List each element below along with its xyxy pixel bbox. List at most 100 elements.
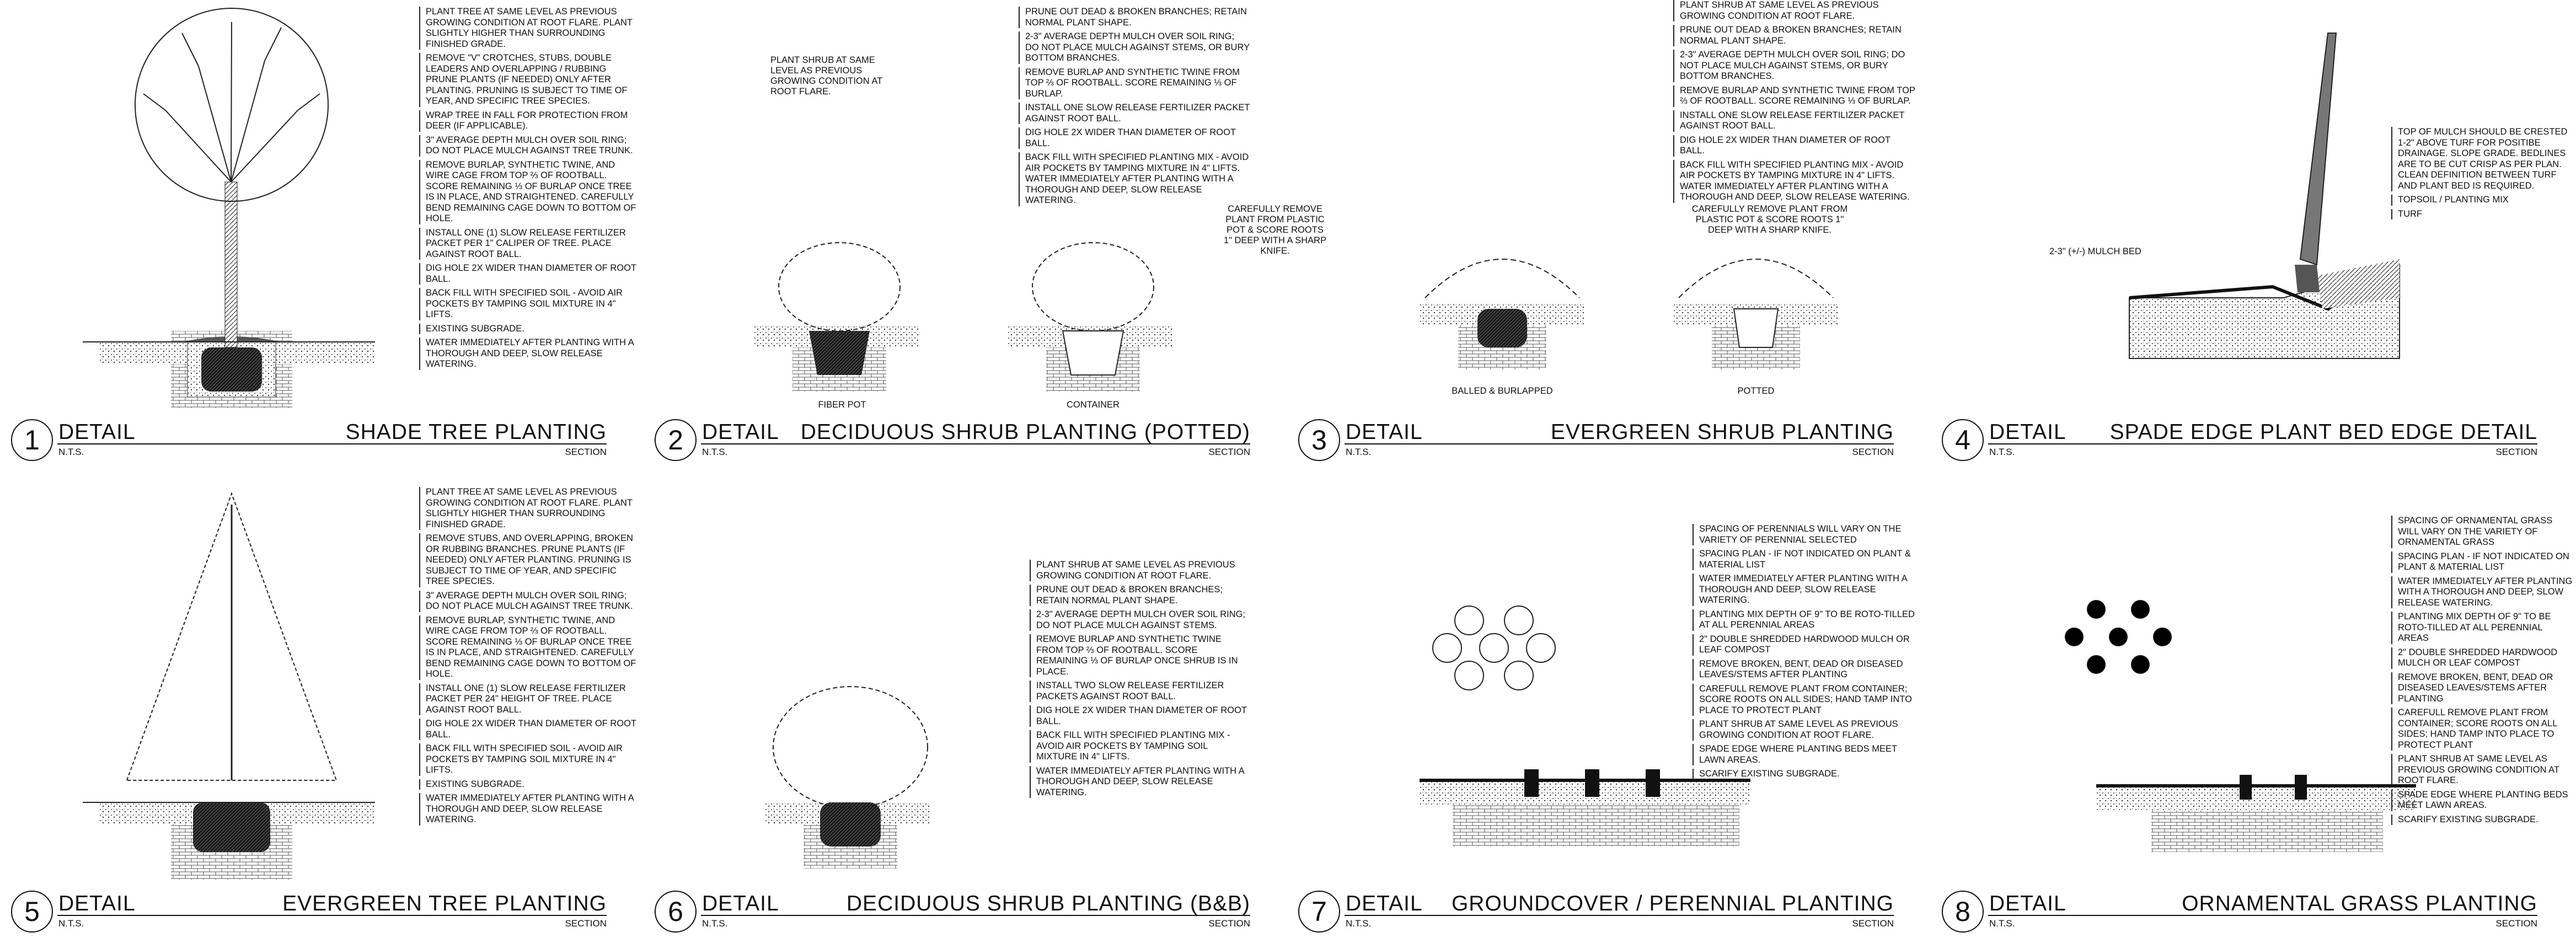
ornamental-grass-drawing [2065, 600, 2416, 852]
title-rule [57, 915, 607, 916]
detail-word: DETAIL [1346, 420, 1423, 444]
note: 3" AVERAGE DEPTH MULCH OVER SOIL RING; D… [419, 135, 640, 157]
note: INSTALL TWO SLOW RELEASE FERTILIZER PACK… [1030, 681, 1250, 702]
note: DIG HOLE 2X WIDER THAN DIAMETER OF ROOT … [1030, 705, 1250, 727]
note: 2-3" AVERAGE DEPTH MULCH OVER SOIL RING;… [1030, 609, 1250, 631]
note: DIG HOLE 2X WIDER THAN DIAMETER OF ROOT … [1673, 135, 1916, 157]
detail-word: DETAIL [702, 420, 779, 444]
container-label: CONTAINER [1067, 400, 1120, 410]
detail-number: 2 [655, 419, 697, 461]
view-note: SECTION [1208, 918, 1250, 929]
detail-4-notes: TOP OF MULCH SHOULD BE CRESTED 1-2" ABOV… [2391, 127, 2573, 223]
title-rule [1988, 915, 2537, 916]
note: 2-3" AVERAGE DEPTH MULCH OVER SOIL RING;… [1019, 31, 1250, 64]
note: BACK FILL WITH SPECIFIED SOIL - AVOID AI… [419, 743, 640, 776]
detail-2-deciduous-shrub-potted: PRUNE OUT DEAD & BROKEN BRANCHES; RETAIN… [644, 0, 1326, 472]
note: EXISTING SUBGRADE. [419, 779, 640, 790]
note: BACK FILL WITH SPECIFIED SOIL - AVOID AI… [419, 288, 640, 320]
note: SPACING PLAN - IF NOT INDICATED ON PLANT… [1693, 549, 1924, 570]
note: BACK FILL WITH SPECIFIED PLANTING MIX - … [1030, 730, 1250, 763]
evergreen-tree-drawing [83, 492, 375, 880]
note: SCARIFY EXISTING SUBGRADE. [2391, 814, 2573, 825]
detail-5-notes: PLANT TREE AT SAME LEVEL AS PREVIOUS GRO… [419, 487, 640, 829]
spade-edge-drawing [2129, 33, 2401, 359]
note: 3" AVERAGE DEPTH MULCH OVER SOIL RING; D… [419, 590, 640, 612]
groundcover-drawing [1420, 606, 1750, 846]
title-rule [1345, 443, 1894, 444]
note: PRUNE OUT DEAD & BROKEN BRANCHES; RETAIN… [1019, 7, 1250, 28]
title-rule [1988, 443, 2537, 444]
note: CAREFULL REMOVE PLANT FROM CONTAINER; SC… [2391, 708, 2573, 751]
note: PRUNE OUT DEAD & BROKEN BRANCHES; RETAIN… [1030, 585, 1250, 606]
deciduous-shrub-potted-drawing [754, 242, 1173, 392]
note: SPADE EDGE WHERE PLANTING BEDS MEET LAWN… [2391, 789, 2573, 811]
deciduous-shrub-bb-drawing [765, 686, 930, 869]
view-note: SECTION [2495, 918, 2537, 929]
note: PLANT SHRUB AT SAME LEVEL AS PREVIOUS GR… [1030, 560, 1250, 581]
note: REMOVE STUBS, AND OVERLAPPING, BROKEN OR… [419, 533, 640, 587]
detail-title: SPADE EDGE PLANT BED EDGE DETAIL [2109, 420, 2537, 444]
note: REMOVE BURLAP AND SYNTHETIC TWINE FROM T… [1030, 634, 1250, 677]
note: WATER IMMEDIATELY AFTER PLANTING WITH A … [419, 793, 640, 826]
detail-7-title-block: 7 DETAIL GROUNDCOVER / PERENNIAL PLANTIN… [1298, 891, 1894, 935]
detail-4-spade-edge: TOP OF MULCH SHOULD BE CRESTED 1-2" ABOV… [1931, 0, 2574, 472]
note: WATER IMMEDIATELY AFTER PLANTING WITH A … [1693, 574, 1924, 606]
view-note: SECTION [565, 447, 607, 457]
note: PLANT SHRUB AT SAME LEVEL AS PREVIOUS GR… [1673, 0, 1916, 22]
note: EXISTING SUBGRADE. [419, 323, 640, 334]
note: WATER IMMEDIATELY AFTER PLANTING WITH A … [419, 337, 640, 370]
detail-7-groundcover-perennial: SPACING OF PERENNIALS WILL VARY ON THE V… [1287, 472, 1931, 943]
scale-note: N.T.S. [702, 918, 728, 929]
scale-note: N.T.S. [1989, 447, 2015, 457]
note: INSTALL ONE SLOW RELEASE FERTILIZER PACK… [1673, 110, 1916, 132]
title-rule [57, 443, 607, 444]
detail-2-notes: PRUNE OUT DEAD & BROKEN BRANCHES; RETAIN… [1019, 7, 1250, 210]
note: REMOVE "V" CROTCHES, STUBS, DOUBLE LEADE… [419, 53, 640, 107]
detail-number: 4 [1942, 419, 1984, 461]
mulch-bed-label: 2-3" (+/-) MULCH BED [2049, 247, 2141, 256]
note: TOP OF MULCH SHOULD BE CRESTED 1-2" ABOV… [2391, 127, 2573, 191]
title-rule [701, 915, 1250, 916]
view-note: SECTION [1852, 447, 1894, 457]
detail-3-evergreen-shrub: PLANT SHRUB AT SAME LEVEL AS PREVIOUS GR… [1287, 0, 1931, 472]
note: SCARIFY EXISTING SUBGRADE. [1693, 769, 1924, 780]
detail-title: SHADE TREE PLANTING [345, 420, 607, 444]
detail-number: 6 [655, 891, 697, 933]
note: REMOVE BURLAP, SYNTHETIC TWINE, AND WIRE… [419, 159, 640, 224]
detail-number: 8 [1942, 891, 1984, 933]
note: INSTALL ONE (1) SLOW RELEASE FERTILIZER … [419, 227, 640, 260]
view-note: SECTION [1208, 447, 1250, 457]
fiber-pot-label: FIBER POT [818, 400, 866, 410]
detail-6-title-block: 6 DETAIL DECIDUOUS SHRUB PLANTING (B&B) … [655, 891, 1250, 935]
note: SPACING OF PERENNIALS WILL VARY ON THE V… [1693, 524, 1924, 545]
detail-title: GROUNDCOVER / PERENNIAL PLANTING [1451, 892, 1894, 915]
note: INSTALL ONE SLOW RELEASE FERTILIZER PACK… [1019, 103, 1250, 124]
detail-4-title-block: 4 DETAIL SPADE EDGE PLANT BED EDGE DETAI… [1942, 419, 2537, 463]
note: PLANT TREE AT SAME LEVEL AS PREVIOUS GRO… [419, 7, 640, 50]
note: DIG HOLE 2X WIDER THAN DIAMETER OF ROOT … [419, 719, 640, 740]
plant-level-label: PLANT SHRUB AT SAME LEVEL AS PREVIOUS GR… [770, 55, 882, 97]
detail-word: DETAIL [1989, 892, 2066, 915]
view-note: SECTION [2495, 447, 2537, 457]
detail-word: DETAIL [58, 420, 136, 444]
detail-3-notes: PLANT SHRUB AT SAME LEVEL AS PREVIOUS GR… [1673, 0, 1916, 206]
note: BACK FILL WITH SPECIFIED PLANTING MIX - … [1673, 159, 1916, 203]
note: INSTALL ONE (1) SLOW RELEASE FERTILIZER … [419, 683, 640, 715]
detail-2-title-block: 2 DETAIL DECIDUOUS SHRUB PLANTING (POTTE… [655, 419, 1250, 463]
note: SPADE EDGE WHERE PLANTING BEDS MEET LAWN… [1693, 744, 1924, 765]
scale-note: N.T.S. [1989, 918, 2015, 929]
note: PLANT SHRUB AT SAME LEVEL AS PREVIOUS GR… [1693, 719, 1924, 741]
note: WRAP TREE IN FALL FOR PROTECTION FROM DE… [419, 110, 640, 132]
note: TOPSOIL / PLANTING MIX [2391, 195, 2573, 206]
note: REMOVE BURLAP, SYNTHETIC TWINE, AND WIRE… [419, 615, 640, 680]
note: BACK FILL WITH SPECIFIED PLANTING MIX - … [1019, 152, 1250, 206]
detail-7-notes: SPACING OF PERENNIALS WILL VARY ON THE V… [1693, 524, 1924, 783]
detail-title: EVERGREEN SHRUB PLANTING [1550, 420, 1894, 444]
detail-title: ORNAMENTAL GRASS PLANTING [2182, 892, 2537, 915]
detail-6-notes: PLANT SHRUB AT SAME LEVEL AS PREVIOUS GR… [1030, 560, 1250, 801]
note: 2-3" AVERAGE DEPTH MULCH OVER SOIL RING;… [1673, 50, 1916, 82]
note: REMOVE BROKEN, BENT, DEAD OR DISEASED LE… [1693, 658, 1924, 681]
detail-3-title-block: 3 DETAIL EVERGREEN SHRUB PLANTING N.T.S.… [1298, 419, 1894, 463]
note: PLANTING MIX DEPTH OF 9" TO BE ROTO-TILL… [2391, 612, 2573, 644]
detail-6-deciduous-shrub-bb: PLANT SHRUB AT SAME LEVEL AS PREVIOUS GR… [644, 472, 1287, 943]
